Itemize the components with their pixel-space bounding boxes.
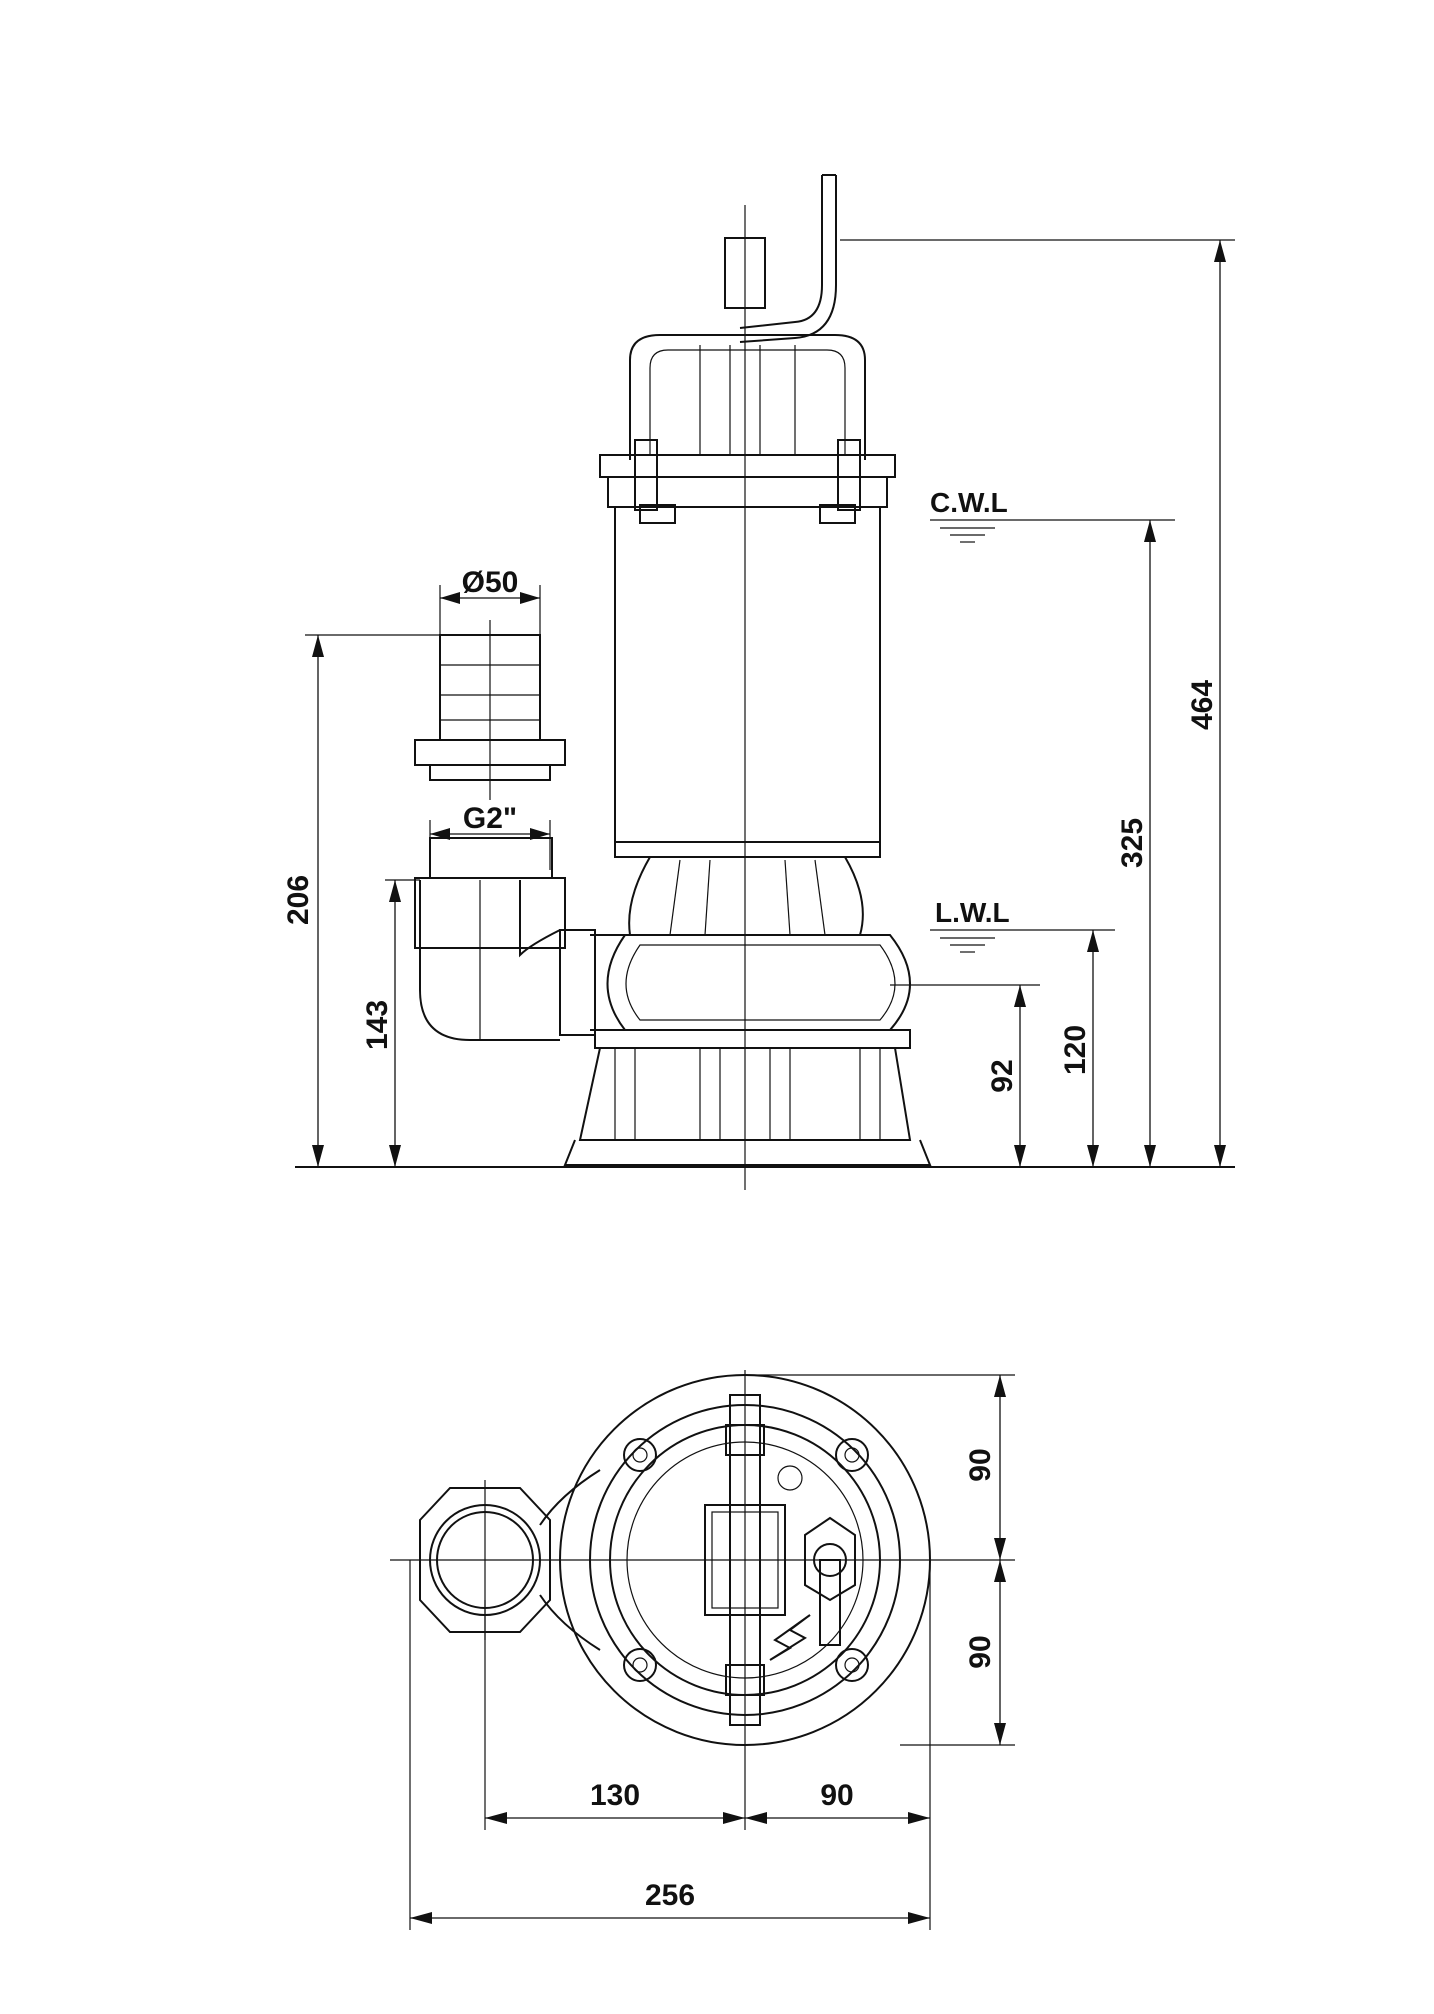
motor-housing [614, 506, 881, 858]
dim-top-right [745, 1812, 930, 1824]
dim-cwl-height [1144, 520, 1156, 1167]
water-level-lwl [930, 929, 1115, 953]
lwl-label: L.W.L [935, 897, 1010, 928]
seal-chamber [628, 856, 864, 936]
bolt-lugs [623, 1438, 869, 1682]
pump-volute [606, 934, 911, 1031]
dim-outlet-height [312, 635, 324, 1167]
dim-256: 256 [645, 1879, 695, 1912]
strainer-base [295, 1029, 1235, 1168]
power-cable [724, 174, 837, 343]
dim-outlet-thread [429, 820, 551, 870]
dim-120: 120 [1059, 1025, 1092, 1075]
dim-90-lower: 90 [964, 1635, 997, 1668]
dim-top-upper [994, 1375, 1006, 1560]
discharge-elbow [414, 837, 625, 1041]
handle-top [704, 1394, 786, 1726]
dim-elbow-height [389, 880, 401, 1167]
dim-325: 325 [1116, 818, 1149, 868]
cwl-label: C.W.L [930, 487, 1008, 518]
rotation-arrow-icon [769, 1614, 811, 1661]
dim-130: 130 [590, 1779, 640, 1812]
dim-thread-label: G2" [463, 802, 517, 835]
side-view: C.W.L L.W.L 464 325 [282, 174, 1235, 1190]
dim-top-lower [994, 1560, 1006, 1745]
top-view: 90 90 130 90 256 [390, 1370, 1015, 1930]
dim-total-height [1214, 240, 1226, 1167]
dim-464: 464 [1186, 680, 1219, 730]
water-level-cwl [930, 519, 1175, 543]
dim-206: 206 [282, 875, 315, 925]
dim-diameter-label: Ø50 [462, 566, 519, 599]
dim-90-right: 90 [820, 1779, 853, 1812]
dim-inlet-height [1014, 985, 1026, 1167]
hose-connector [414, 620, 566, 800]
dim-92: 92 [986, 1059, 1019, 1092]
dim-top-outlet-offset [485, 1812, 745, 1824]
dim-top-total-width [410, 1912, 930, 1924]
dim-90-upper: 90 [964, 1448, 997, 1481]
dim-lwl-height [1087, 930, 1099, 1167]
motor-cap [599, 334, 896, 524]
dim-143: 143 [361, 1000, 394, 1050]
dim-outlet-diameter [439, 585, 541, 635]
cable-gland-top [804, 1516, 856, 1646]
